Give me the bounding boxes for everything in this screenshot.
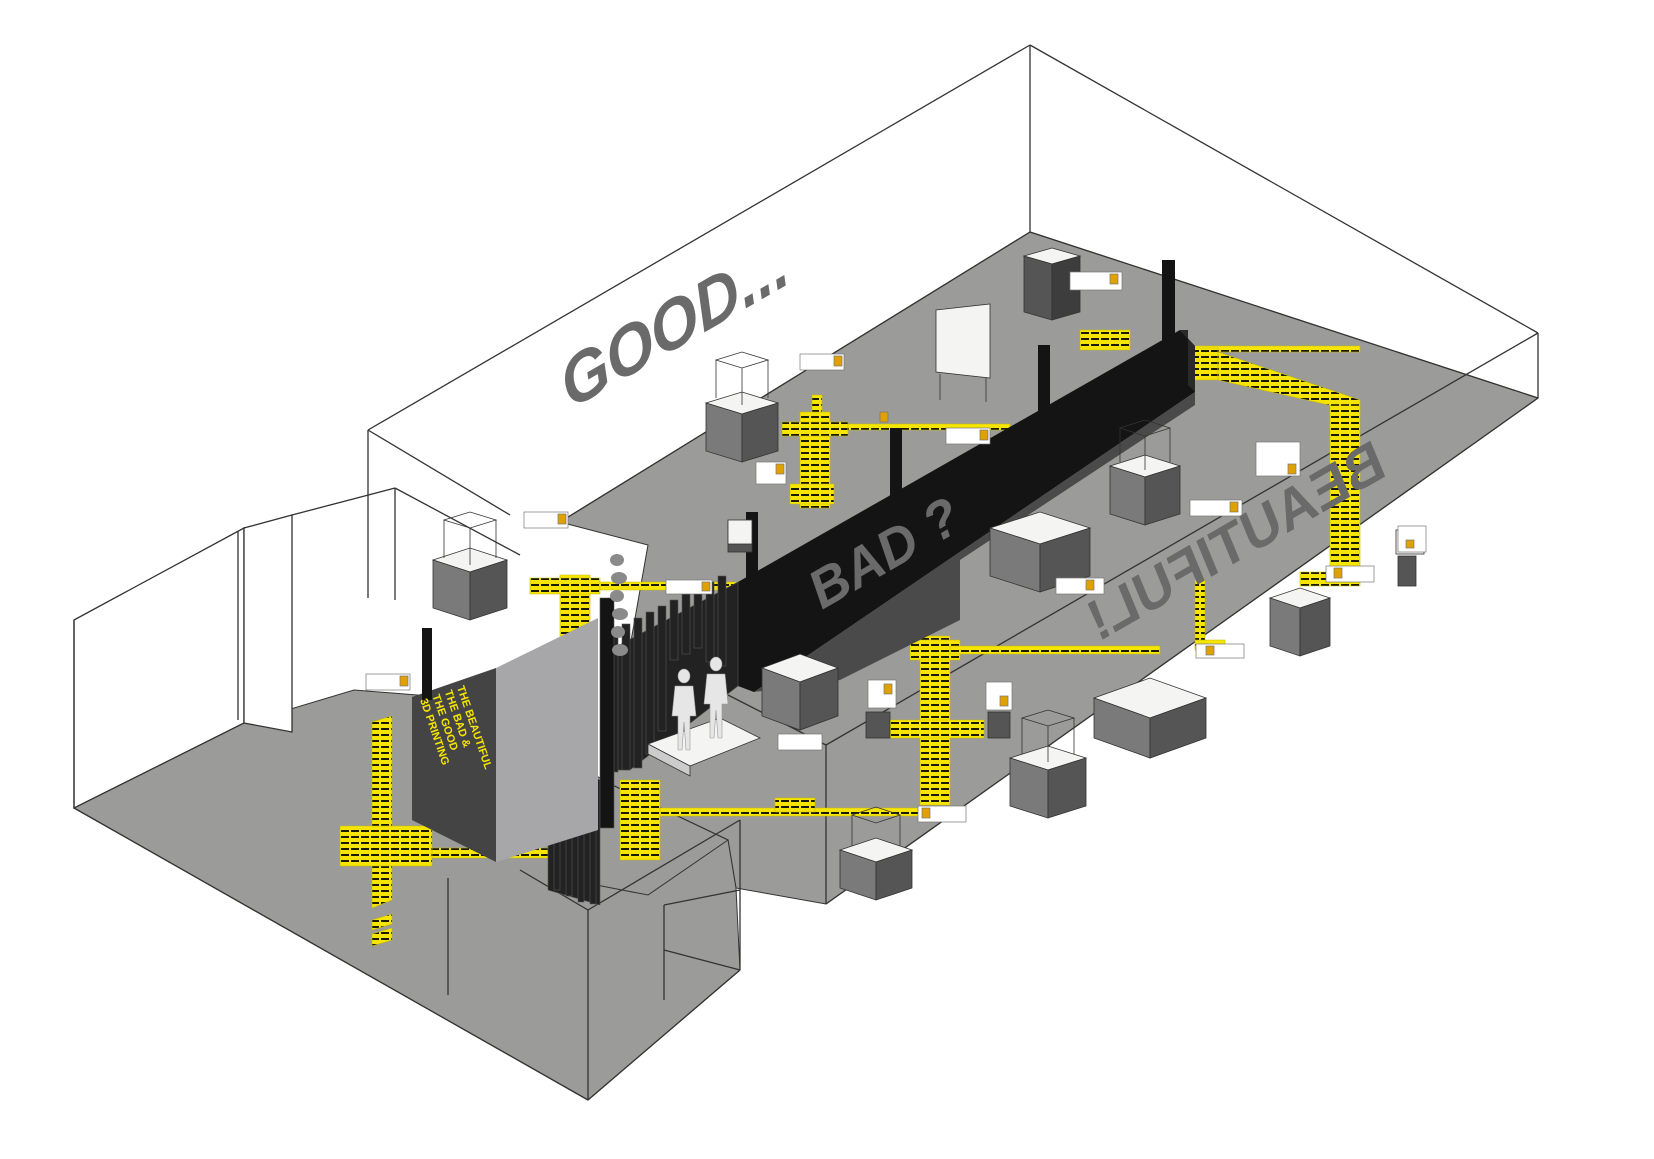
label-card	[665, 579, 713, 595]
label-card	[1189, 499, 1243, 517]
label-card	[755, 461, 787, 485]
plinth	[1108, 454, 1182, 526]
central-wall	[738, 260, 1195, 692]
glass-case	[714, 351, 770, 405]
low-table	[760, 653, 840, 731]
plinth	[838, 837, 914, 901]
label-card	[917, 805, 967, 823]
annex-outline	[73, 487, 741, 1101]
mannequins	[671, 656, 729, 751]
glass-case	[850, 806, 902, 846]
label-card	[523, 511, 569, 529]
label-card	[1255, 441, 1301, 477]
label-card	[799, 353, 845, 371]
mannequin-platform	[647, 717, 761, 777]
low-table	[1092, 677, 1208, 759]
label-card	[1055, 577, 1105, 595]
hall-outline	[367, 44, 1539, 905]
label-cards	[365, 271, 1427, 823]
label-card	[777, 733, 823, 751]
label-card	[1397, 525, 1427, 553]
label-card	[365, 673, 411, 691]
low-table	[1268, 587, 1332, 657]
column-sculpture	[610, 554, 628, 656]
glass-case	[1020, 709, 1076, 762]
plinth	[1008, 745, 1088, 819]
label-card	[1069, 271, 1123, 291]
glass-case	[1118, 419, 1172, 470]
glass-case	[442, 511, 498, 565]
plinth	[704, 391, 780, 463]
low-table	[988, 511, 1092, 593]
label-card	[867, 679, 897, 709]
display-plinths	[431, 247, 1425, 901]
plinth	[431, 547, 509, 621]
label-card	[1325, 565, 1375, 583]
wall-text-good: GOOD...	[552, 225, 797, 424]
label-card	[985, 681, 1013, 711]
label-card	[879, 411, 889, 423]
entrance-sign-wall: 3D PRINTING THE GOOD THE BAD & THE BEAUT…	[412, 618, 598, 862]
label-card	[1195, 643, 1245, 659]
display-board	[935, 303, 991, 402]
label-card	[945, 427, 991, 445]
